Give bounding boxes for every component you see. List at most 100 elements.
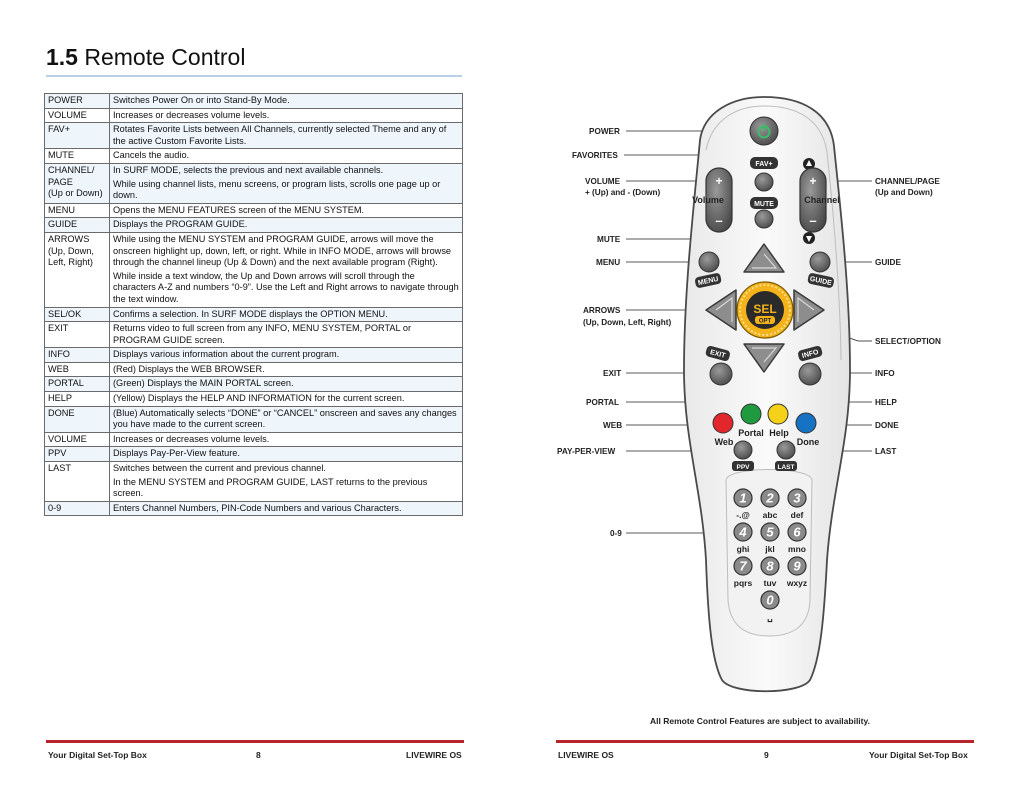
description-paragraph: (Green) Displays the MAIN PORTAL screen. [113,378,294,389]
digit-label: 5 [766,525,774,540]
key-cell: FAV+ [44,122,110,150]
channel-up-marker-icon [803,158,815,170]
guide-button[interactable]: GUIDE [807,251,835,289]
key-line: DONE [48,407,75,418]
key-line: CHANNEL/ [48,164,95,175]
digit-key-1[interactable]: 1 -.@ [733,488,753,520]
channel-down-marker-icon [803,232,815,244]
callout-volume: VOLUME [585,177,621,186]
callout-portal: PORTAL [586,398,620,407]
key-line: LAST [48,463,71,474]
exit-button[interactable]: EXIT [705,345,733,386]
callout-done: DONE [875,421,899,430]
callout-favorites: FAVORITES [572,151,618,160]
last-label: LAST [778,464,795,471]
callout-ppv: PAY-PER-VIEW [557,447,616,456]
svg-text:–: – [809,213,816,228]
arrow-down-button[interactable] [743,343,785,373]
digit-label: 2 [765,491,774,506]
description-paragraph: Switches Power On or into Stand-By Mode. [113,95,290,105]
volume-rocker[interactable]: + – [705,167,733,233]
help-label: Help [769,428,789,438]
letters-label: wxyz [786,578,807,588]
remote-inner-outline [705,105,842,361]
key-cell: CHANNEL/PAGE(Up or Down) [44,162,110,204]
description-cell: In SURF MODE, selects the previous and n… [109,162,463,204]
arrow-right-button[interactable] [793,289,825,331]
digit-label: 1 [739,491,746,506]
callout-info: INFO [875,369,895,378]
description-cell: Displays various information about the c… [109,347,463,363]
sel-label: SEL [753,302,776,316]
power-button[interactable] [749,116,779,146]
key-cell: EXIT [44,321,110,349]
callout-arrows-sub: (Up, Down, Left, Right) [583,318,672,327]
description-cell: While using the MENU SYSTEM and PROGRAM … [109,231,463,308]
fav-button[interactable]: FAV+ [750,157,778,192]
digit-label: 4 [738,525,747,540]
arrow-up-button[interactable] [743,243,785,273]
letters-label: -.@ [736,510,749,520]
description-cell: Opens the MENU FEATURES screen of the ME… [109,202,463,219]
last-button[interactable]: LAST [775,440,797,471]
description-paragraph: In SURF MODE, selects the previous and n… [113,164,384,175]
remote-diagram: FAV+ + – Volume + – Channel MUTE [624,96,872,693]
help-button[interactable] [767,403,789,425]
mute-label: MUTE [754,201,774,208]
description-cell: Enters Channel Numbers, PIN-Code Numbers… [109,500,463,517]
guide-label: GUIDE [809,276,832,288]
svg-text:–: – [715,213,722,228]
key-cell: HELP [44,391,110,407]
menu-button[interactable]: MENU [694,251,722,289]
key-line: 0-9 [48,502,62,513]
key-line: SEL/OK [48,308,82,319]
key-line: FAV+ [48,124,71,135]
arrow-left-button[interactable] [705,289,737,331]
right-page: FAV+ + – Volume + – Channel MUTE [510,0,1020,788]
availability-note: All Remote Control Features are subject … [650,716,870,726]
footer-left: Your Digital Set-Top Box [48,750,147,760]
description-paragraph: In the MENU SYSTEM and PROGRAM GUIDE, LA… [113,476,428,499]
done-button[interactable] [795,412,817,434]
description-cell: Rotates Favorite Lists between All Chann… [109,122,463,150]
description-paragraph: (Blue) Automatically selects “DONE” or “… [113,407,457,430]
key-cell: 0-9 [44,500,110,517]
description-cell: (Red) Displays the WEB BROWSER. [109,361,463,378]
info-button[interactable]: INFO [797,345,823,386]
web-button[interactable] [712,412,734,434]
key-line: VOLUME [48,433,87,444]
key-line: INFO [48,349,70,360]
description-cell: Switches Power On or into Stand-By Mode. [109,93,463,109]
key-cell: INFO [44,347,110,363]
key-line: PORTAL [48,378,84,389]
description-cell: Displays Pay-Per-View feature. [109,446,463,463]
portal-button[interactable] [740,403,762,425]
table-row: PORTAL (Green) Displays the MAIN PORTAL s… [44,376,463,393]
select-option-button[interactable]: SEL OPT [736,281,794,339]
channel-rocker[interactable]: + – [799,167,827,233]
key-cell: PORTAL [44,376,110,393]
mute-button[interactable]: MUTE [750,197,778,229]
key-cell: VOLUME [44,107,110,124]
ppv-label: PPV [736,464,750,471]
digit-key-0[interactable]: 0␣ [760,590,780,623]
title-rule [46,75,462,77]
description-paragraph: Returns video to full screen from any IN… [113,323,411,345]
channel-label: Channel [804,195,840,205]
ppv-button[interactable]: PPV [732,440,754,471]
description-paragraph: While using the MENU SYSTEM and PROGRAM … [113,233,452,268]
